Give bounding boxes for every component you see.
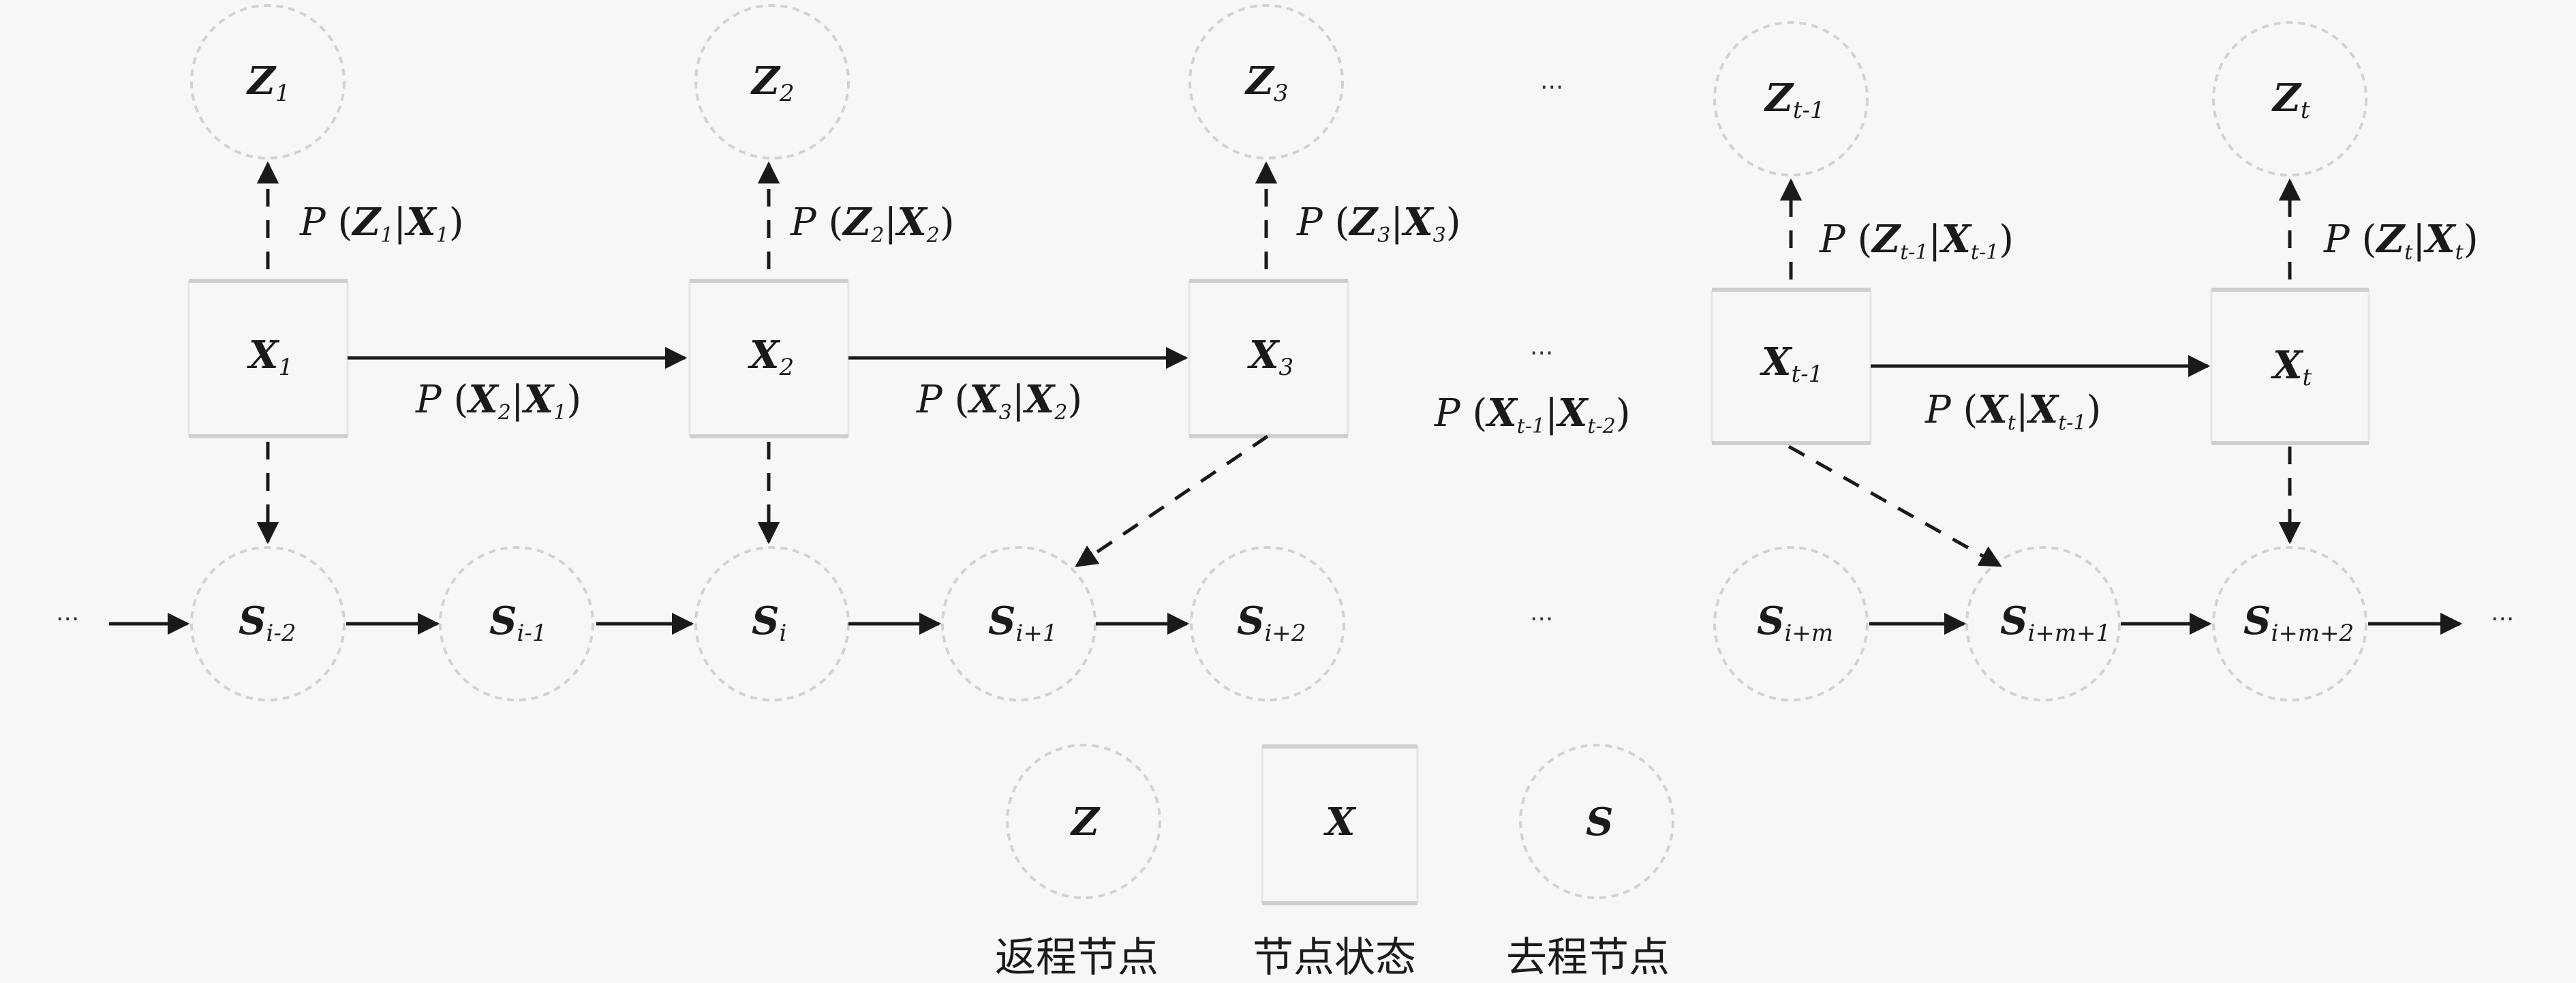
- svg-text:去程节点: 去程节点: [1506, 934, 1670, 982]
- legend-state-node: X 节点状态: [1253, 744, 1419, 982]
- edge-x3-si+1: [1075, 434, 1269, 568]
- svg-text:Z1: Z1: [246, 59, 290, 107]
- go-node-si+1: Si+1: [941, 546, 1097, 701]
- return-node-zt-1: Zt-1: [1713, 21, 1869, 177]
- state-node-x2: X2: [688, 279, 850, 438]
- go-node-si: Si: [694, 546, 850, 701]
- svg-text:Si: Si: [752, 599, 786, 647]
- label-p-zt-xt: P (Zt|Xt): [2323, 217, 2479, 264]
- state-node-xt: Xt: [2210, 288, 2370, 445]
- svg-text:S: S: [1586, 800, 1613, 845]
- svg-text:Si+m+2: Si+m+2: [2243, 599, 2354, 647]
- svg-text:X1: X1: [247, 333, 293, 381]
- ellipsis-middle: ···: [1530, 339, 1553, 367]
- label-p-x3-x2: P (X3|X2): [916, 377, 1082, 425]
- label-p-xt-xt-1: P (Xt|Xt-1): [1925, 387, 2101, 435]
- svg-text:Si+m+1: Si+m+1: [2000, 599, 2111, 647]
- svg-text:Si+1: Si+1: [988, 599, 1057, 647]
- go-node-si-2: Si-2: [190, 546, 346, 701]
- ellipsis-bottom-left: ···: [56, 605, 79, 633]
- label-p-z2-x2: P (Z2|X2): [790, 200, 955, 247]
- svg-text:Z: Z: [1070, 800, 1101, 845]
- go-node-si+m+2: Si+m+2: [2212, 546, 2367, 701]
- go-node-si+2: Si+2: [1190, 546, 1345, 701]
- svg-text:Si+2: Si+2: [1237, 599, 1306, 647]
- state-node-x1: X1: [187, 279, 349, 438]
- svg-text:X2: X2: [748, 333, 794, 381]
- label-p-zt-1-xt-1: P (Zt-1|Xt-1): [1819, 217, 2014, 264]
- ellipsis-bottom-right: ···: [2491, 605, 2514, 633]
- state-node-xt-1: Xt-1: [1711, 288, 1872, 445]
- svg-text:Zt-1: Zt-1: [1764, 76, 1825, 124]
- edge-xt-1-si+m+1: [1788, 444, 2002, 568]
- go-node-si+m: Si+m: [1713, 546, 1869, 701]
- legend-go-node: S 去程节点: [1506, 744, 1674, 982]
- go-node-si+m+1: Si+m+1: [1965, 546, 2121, 701]
- svg-text:Si-1: Si-1: [489, 599, 547, 647]
- label-p-z1-x1: P (Z1|X1): [299, 200, 464, 247]
- svg-text:节点状态: 节点状态: [1253, 934, 1416, 982]
- legend-return-node: Z 返程节点: [995, 744, 1161, 982]
- ellipsis-top: ···: [1540, 74, 1563, 102]
- label-p-x2-x1: P (X2|X1): [415, 377, 581, 425]
- svg-text:返程节点: 返程节点: [995, 934, 1159, 982]
- svg-text:Xt-1: Xt-1: [1760, 339, 1823, 388]
- return-node-z1: Z1: [190, 4, 346, 160]
- svg-text:Zt: Zt: [2271, 76, 2310, 124]
- svg-text:X: X: [1323, 800, 1357, 845]
- svg-text:Xt: Xt: [2271, 343, 2312, 391]
- label-p-z3-x3: P (Z3|X3): [1296, 200, 1461, 247]
- svg-text:Si-2: Si-2: [239, 599, 296, 647]
- return-node-z3: Z3: [1189, 4, 1344, 160]
- svg-text:X3: X3: [1247, 333, 1293, 381]
- svg-text:Z2: Z2: [750, 59, 795, 107]
- label-p-xt-1-xt-2: P (Xt-1|Xt-2): [1434, 391, 1631, 438]
- return-node-z2: Z2: [694, 4, 850, 160]
- go-node-si-1: Si-1: [439, 546, 594, 701]
- return-node-zt: Zt: [2212, 21, 2367, 177]
- state-node-x3: X3: [1188, 279, 1349, 438]
- svg-text:Si+m: Si+m: [1757, 599, 1833, 647]
- ellipsis-bottom-middle: ···: [1530, 605, 1553, 633]
- svg-text:Z3: Z3: [1244, 59, 1289, 107]
